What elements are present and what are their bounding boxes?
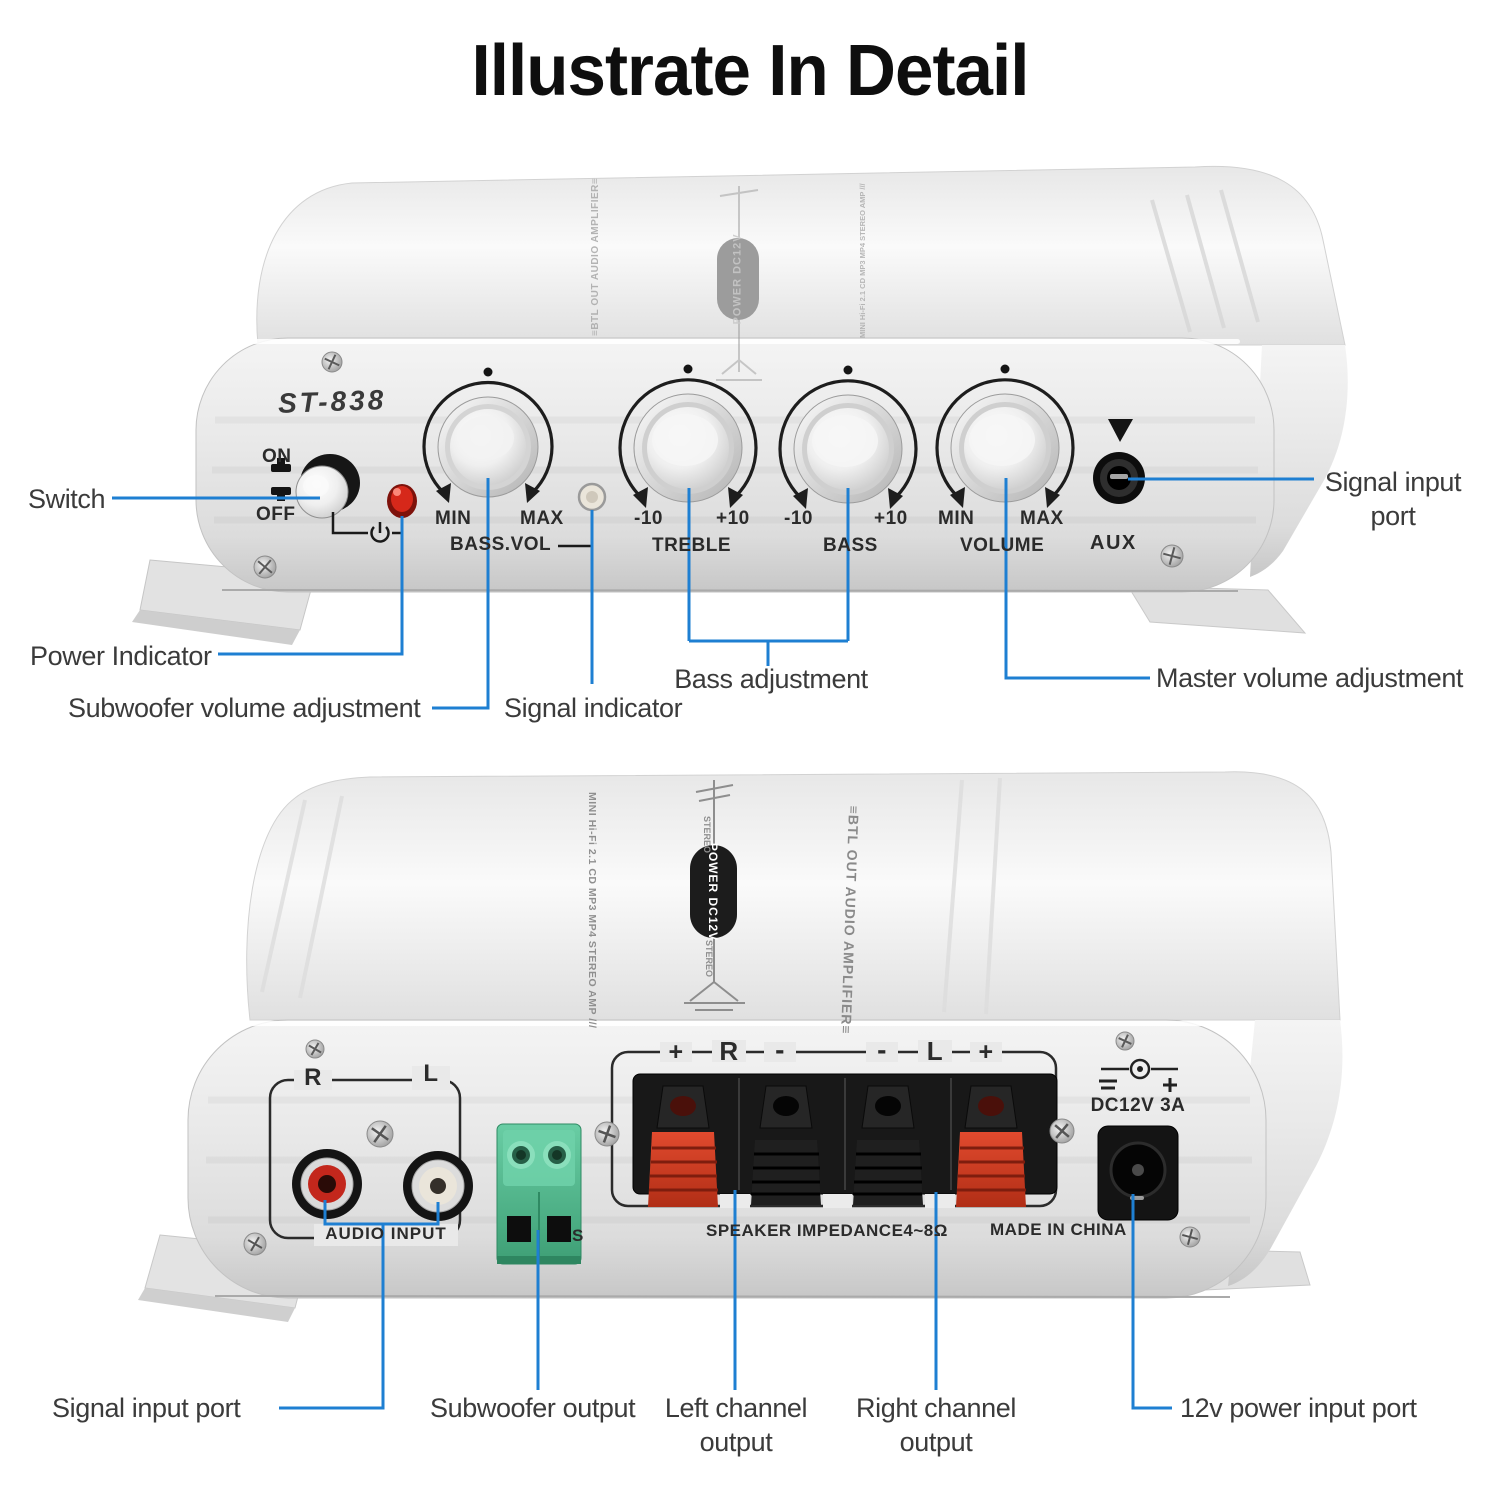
callout-signal-input-port: Signal input port [1324,467,1462,531]
bass-label: BASS [823,535,878,556]
treble-max-label: +10 [716,508,750,529]
switch-on-label: ON [262,446,292,467]
top-print-model-line: MINI Hi-Fi 2.1 CD MP3 MP4 STEREO AMP /// [586,792,598,1029]
callout-power-indicator: Power Indicator [30,641,212,671]
power-indicator-led [387,484,417,518]
top-print-stereo: STEREO [702,816,712,854]
callout-subwoofer-volume: Subwoofer volume adjustment [68,693,421,723]
top-print-stereo: STEREO [704,940,714,978]
model-number: ST-838 [277,384,387,419]
spk-r-label: R [719,1036,739,1066]
top-print-power-pill: POWER DC12V [717,233,759,325]
callout-signal-input-port-rear: Signal input port [52,1393,241,1423]
bassvol-label: BASS.VOL [450,534,552,555]
speaker-terminal-block [632,1073,1058,1208]
volume-min-label: MIN [938,508,975,529]
aux-label: AUX [1090,532,1137,554]
power-symbol-icon [370,522,390,543]
speaker-impedance-label: SPEAKER IMPEDANCE4~8Ω [706,1221,948,1240]
callout-switch: Switch [28,484,106,514]
callout-master-volume: Master volume adjustment [1156,663,1464,693]
bass-max-label: +10 [874,508,908,529]
callout-left-channel-output: Left channel output [664,1393,808,1457]
volume-label: VOLUME [960,535,1045,556]
subwoofer-volume-knob [422,367,554,503]
callout-right-channel-output: Right channel output [856,1393,1016,1457]
callout-signal-indicator: Signal indicator [504,693,683,723]
aux-input-jack [1093,419,1145,504]
audio-input-label: AUDIO INPUT [325,1224,447,1243]
top-print-model-line: MINI Hi-Fi 2.1 CD MP3 MP4 STEREO AMP /// [858,183,867,338]
screw-icon [253,351,1184,579]
top-print-amplifier: ≡BTL OUT AUDIO AMPLIFIER≡ [590,177,601,336]
top-print-power-pill: POWER DC12V [690,842,737,941]
partial-print: S [572,1226,584,1245]
bassvol-max-label: MAX [520,508,564,529]
callout-bass-adjustment: Bass adjustment [674,664,868,694]
bracket-label-patches [294,1040,1002,1246]
callout-lines [112,477,1314,1410]
callout-power-input-port: 12v power input port [1180,1393,1417,1423]
spk-minus-label: - [775,1034,785,1065]
spk-minus-label: - [877,1034,887,1065]
rca-input-left-white [403,1151,473,1221]
treble-min-label: -10 [634,508,663,529]
treble-knob [618,364,758,508]
page-title: Illustrate In Detail [471,31,1030,111]
volume-knob [935,364,1075,508]
spk-plus-label: + [978,1038,994,1066]
signal-indicator-led [577,482,607,512]
rca-l-label: L [423,1060,439,1087]
dc-power-jack [1097,1125,1179,1221]
rca-r-label: R [304,1064,322,1091]
callout-subwoofer-output: Subwoofer output [430,1393,636,1423]
bass-min-label: -10 [784,508,813,529]
switch-off-label: OFF [256,504,296,525]
bassvol-min-label: MIN [435,508,472,529]
screw-icon [243,1031,1201,1256]
tower-graphic-icon [684,780,745,1011]
rca-input-right-red [292,1149,362,1219]
spk-plus-label: + [668,1038,684,1066]
made-in-china-label: MADE IN CHINA [990,1220,1127,1239]
treble-label: TREBLE [652,535,731,556]
volume-max-label: MAX [1020,508,1064,529]
spk-l-label: L [926,1036,944,1066]
dc-polarity-icon [1099,1058,1178,1092]
bass-knob [778,365,918,509]
dc-rating-label: DC12V 3A [1090,1095,1186,1116]
